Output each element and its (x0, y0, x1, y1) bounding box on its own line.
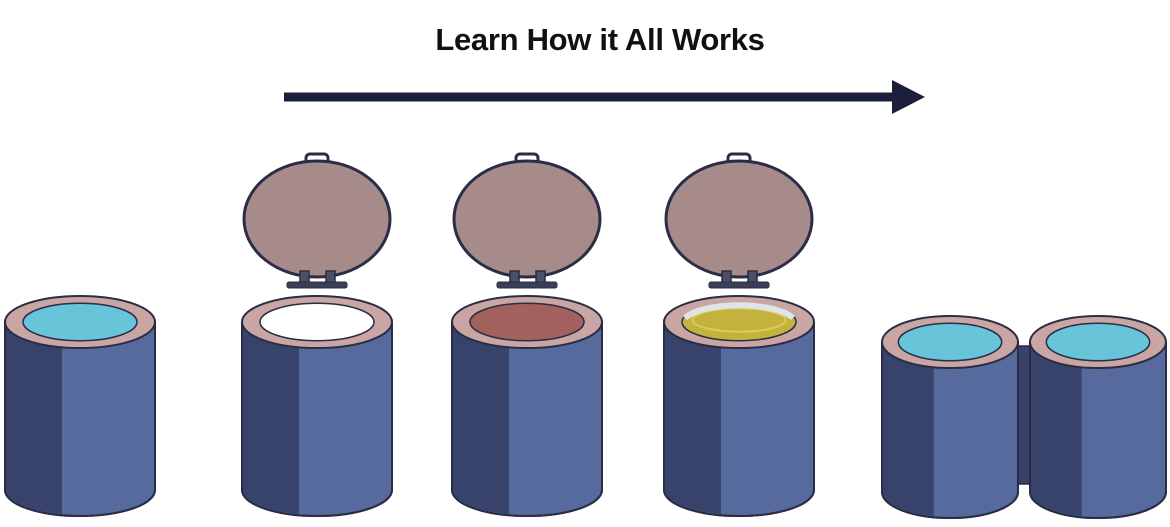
right-arrow-icon (284, 80, 925, 114)
hinge-bar (496, 281, 558, 289)
lid-disc (242, 159, 392, 279)
tank-outline (1029, 341, 1167, 519)
tank-outline (881, 341, 1019, 519)
tank-shadow-face (1030, 342, 1082, 516)
hinge-bar (708, 281, 770, 289)
stage-1-closed (4, 295, 156, 517)
tank-contents (897, 322, 1003, 362)
page-title: Learn How it All Works (435, 22, 765, 57)
hinged-lid-icon (664, 152, 814, 289)
stage-2-open-white (241, 152, 393, 517)
lid-disc (452, 159, 602, 279)
tank-contents (259, 302, 375, 342)
stage-3-open-red (451, 152, 603, 517)
tank-shadow-face (664, 322, 721, 514)
tank-contents-surface (682, 302, 796, 321)
tank-outline (663, 321, 815, 517)
arrow-head (892, 80, 925, 114)
hinged-lid-icon (242, 152, 392, 289)
tank-contents (22, 302, 138, 342)
tank-contents (469, 302, 585, 342)
tank-outline (241, 321, 393, 517)
stage-5-pair-right (1029, 315, 1167, 519)
tank-shadow-face (452, 322, 509, 514)
stage-5-pair-left (881, 315, 1019, 519)
hinged-lid-icon (452, 152, 602, 289)
lid-disc (664, 159, 814, 279)
tank-outline (4, 321, 156, 517)
tank-contents (1045, 322, 1151, 362)
hinge-bar (286, 281, 348, 289)
tank-contents-highlight (691, 307, 787, 333)
stage-4-open-yellow (663, 152, 815, 517)
tank-shadow-face (882, 342, 934, 516)
tank-shadow-face (242, 322, 299, 514)
tank-outline (451, 321, 603, 517)
tank-shadow-face (5, 322, 62, 514)
tank-group (4, 152, 1167, 519)
